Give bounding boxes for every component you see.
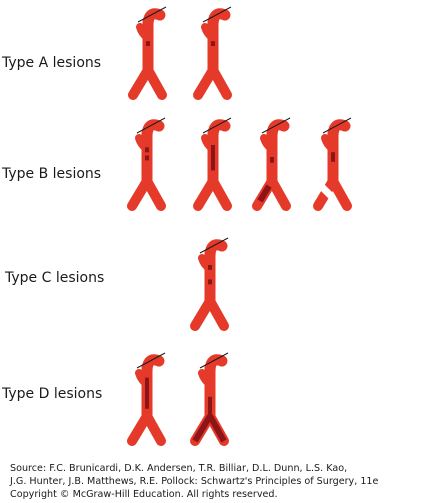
type-c-label: Type C lesions [5,270,105,286]
vessel-diagram-c-1 [190,237,229,331]
source-line-1: Source: F.C. Brunicardi, D.K. Andersen, … [10,463,348,474]
left-iliac-artery [205,296,229,331]
vessel-diagram-b-2 [193,117,232,211]
left-iliac-artery [143,65,167,100]
lesion-left-iliac-2 [207,414,227,443]
source-line-3: Copyright © McGraw-Hill Education. All r… [10,489,278,500]
guide-wire [202,117,232,134]
vessel-diagram-b-3 [252,117,291,211]
lesion-right-iliac-2 [257,184,272,203]
vessel-diagram-d-1 [127,352,166,446]
vessel-diagram-d-2 [190,352,229,446]
guide-wire [322,117,352,134]
guide-wire [199,237,229,254]
type-d-label: Type D lesions [2,386,103,402]
vessel-diagram-b-4 [313,117,352,211]
type-a-label: Type A lesions [2,55,102,71]
guide-wire [261,117,291,134]
guide-wire [137,6,167,23]
left-iliac-artery [208,65,232,100]
left-iliac-artery [208,176,232,211]
left-iliac-artery [142,176,166,211]
type-b-label: Type B lesions [2,166,102,182]
left-iliac-artery [142,411,166,446]
guide-wire [199,352,229,369]
source-line-2: J.G. Hunter, J.B. Matthews, R.E. Pollock… [10,476,379,487]
left-iliac-artery [267,176,291,211]
vessel-diagram-a-2 [193,6,232,100]
guide-wire [136,352,166,369]
vessel-diagram-a-1 [128,6,167,100]
guide-wire [136,117,166,134]
guide-wire [202,6,232,23]
left-iliac-artery [328,176,352,211]
source-citation: Source: F.C. Brunicardi, D.K. Andersen, … [10,462,438,501]
occlusion-gap [319,184,334,199]
vessel-diagram-b-1 [127,117,166,211]
lesion-right-iliac-3 [192,414,213,443]
